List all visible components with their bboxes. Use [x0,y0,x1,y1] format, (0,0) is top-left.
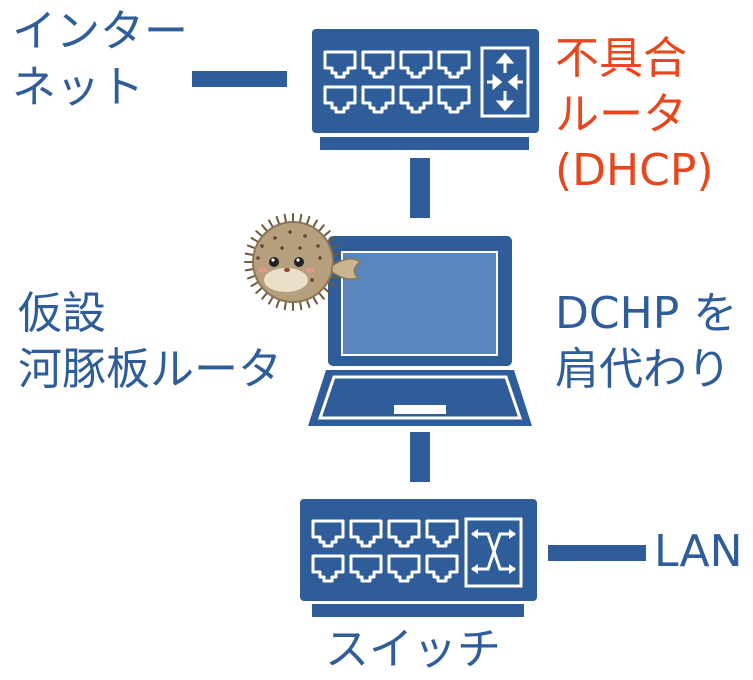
ethernet-port [437,50,471,79]
dhcp-substitute-label: DCHP を 肩代わり [555,286,737,398]
ethernet-port [387,519,421,548]
laptop-icon [308,236,532,426]
ethernet-port [361,50,395,79]
ethernet-port [323,50,357,79]
internet-label: インター ネット [12,4,188,116]
router-icon [312,29,539,150]
ethernet-port [311,519,345,548]
lan-label: LAN [654,526,743,577]
ethernet-port [425,554,459,583]
pufferfish-icon [244,213,362,311]
switch-icon [300,499,537,617]
internet-link-line [192,71,287,87]
lan-link-line [548,545,646,561]
ethernet-port [361,85,395,114]
ethernet-port [425,519,459,548]
ethernet-port [387,554,421,583]
switch-label: スイッチ [325,624,501,675]
faulty-router-label: 不具合 ルータ (DHCP) [555,31,714,199]
ethernet-port [399,50,433,79]
faulty-router-label-line-2: ルータ [555,89,687,140]
ethernet-port [349,519,383,548]
internet-label-line-2: ネット [12,62,144,113]
router-to-laptop-line [410,158,430,218]
laptop-to-switch-line [410,432,430,482]
temp-router-label-line-1: 仮設 [18,288,106,339]
ethernet-port [349,554,383,583]
temp-router-label-line-2: 河豚板ルータ [18,344,282,395]
internet-label-line-1: インター [12,6,188,57]
temp-router-label: 仮設 河豚板ルータ [18,286,282,398]
ethernet-port [437,85,471,114]
faulty-router-label-line-3: (DHCP) [555,145,714,196]
ethernet-port [323,85,357,114]
dhcp-substitute-label-line-2: 肩代わり [555,344,731,395]
ethernet-port [311,554,345,583]
faulty-router-label-line-1: 不具合 [555,33,687,84]
dhcp-substitute-label-line-1: DCHP を [555,288,738,339]
ethernet-port [399,85,433,114]
laptop-screen [341,251,498,356]
